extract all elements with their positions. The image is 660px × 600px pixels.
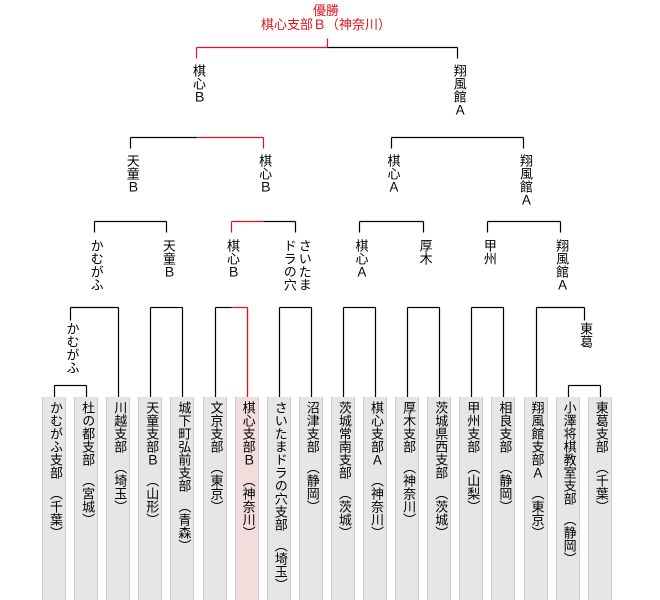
team-box: 翔風館支部Ａ （東京） xyxy=(523,397,548,600)
finalist-label: 棋心Ｂ xyxy=(189,64,205,103)
champion-label: 優勝 xyxy=(312,4,339,19)
quarterfinalist-label: かむがふ xyxy=(87,239,103,291)
team-branch: 厚木支部 xyxy=(400,401,416,453)
team-prefecture: （千葉） xyxy=(592,461,608,513)
team-branch: 川越支部 xyxy=(111,401,127,453)
team-prefecture: （山形） xyxy=(143,474,159,526)
team-box: 文京支部 （東京） xyxy=(202,397,227,600)
team-prefecture: （静岡） xyxy=(560,513,576,565)
team-name: さいたまドラの穴支部 （埼玉） xyxy=(268,401,290,591)
team-prefecture: （神奈川） xyxy=(239,474,255,539)
team-box: 天童支部Ｂ （山形） xyxy=(138,397,163,600)
team-box: 沼津支部 （静岡） xyxy=(298,397,323,600)
team-name: 茨城常南支部 （茨城） xyxy=(332,401,354,539)
team-name: 杜の都支部 （宮城） xyxy=(75,401,97,526)
team-name: 翔風館支部Ａ （東京） xyxy=(525,401,547,539)
round1-winner-label: かむがふ xyxy=(63,322,79,374)
semifinalist-label: 天童Ｂ xyxy=(123,154,139,193)
team-prefecture: （東京） xyxy=(528,487,544,539)
team-name: 文京支部 （東京） xyxy=(204,401,226,513)
team-box: 甲州支部 （山梨） xyxy=(459,397,484,600)
team-name: 川越支部 （埼玉） xyxy=(107,401,129,513)
team-prefecture: （茨城） xyxy=(432,487,448,539)
team-prefecture: （静岡） xyxy=(496,461,512,513)
team-branch: 天童支部Ｂ xyxy=(143,401,159,466)
team-box: 棋心支部Ｂ （神奈川） xyxy=(234,397,259,600)
team-prefecture: （茨城） xyxy=(335,487,351,539)
quarterfinalist-label: 棋心Ｂ xyxy=(224,239,240,278)
team-branch: 小澤将棋教室支部 xyxy=(560,401,576,505)
champion-team: 棋心支部Ｂ（神奈川） xyxy=(260,18,391,33)
team-box: 小澤将棋教室支部 （静岡） xyxy=(555,397,580,600)
team-name: 沼津支部 （静岡） xyxy=(300,401,322,513)
team-name: 東葛支部 （千葉） xyxy=(589,401,611,513)
team-branch: 沼津支部 xyxy=(303,401,319,453)
team-branch: 甲州支部 xyxy=(464,401,480,453)
team-prefecture: （山梨） xyxy=(464,461,480,513)
team-branch: さいたまドラの穴支部 xyxy=(271,401,287,531)
quarterfinalist-label: 厚木 xyxy=(416,239,432,265)
team-name: かむがふ支部 （千葉） xyxy=(43,401,65,539)
team-prefecture: （埼玉） xyxy=(271,539,287,591)
team-prefecture: （青森） xyxy=(175,500,191,552)
team-branch: 文京支部 xyxy=(207,401,223,453)
team-box: 茨城県西支部 （茨城） xyxy=(427,397,452,600)
team-box: 茨城常南支部 （茨城） xyxy=(330,397,355,600)
team-box: さいたまドラの穴支部 （埼玉） xyxy=(266,397,291,600)
team-prefecture: （静岡） xyxy=(303,461,319,513)
team-prefecture: （宮城） xyxy=(79,474,95,526)
team-name: 棋心支部Ｂ （神奈川） xyxy=(236,401,258,539)
quarterfinalist-label: 翔風館Ａ xyxy=(553,239,569,291)
team-prefecture: （神奈川） xyxy=(368,474,383,539)
team-name: 城下町弘前支部 （青森） xyxy=(171,401,193,552)
team-branch: 城下町弘前支部 xyxy=(175,401,191,492)
semifinalist-label: 棋心Ｂ xyxy=(256,154,272,193)
semifinalist-label: 棋心Ａ xyxy=(384,154,400,193)
team-branch: 杜の都支部 xyxy=(79,401,95,466)
team-box: 棋心支部Ａ （神奈川） xyxy=(363,397,387,600)
team-name: 天童支部Ｂ （山形） xyxy=(139,401,161,526)
team-box: かむがふ支部 （千葉） xyxy=(42,397,66,600)
team-box: 相良支部 （静岡） xyxy=(491,397,516,600)
team-branch: かむがふ支部 xyxy=(47,401,62,479)
team-prefecture: （神奈川） xyxy=(400,461,416,526)
team-prefecture: （埼玉） xyxy=(111,461,127,513)
team-box: 東葛支部 （千葉） xyxy=(587,397,612,600)
team-box: 厚木支部 （神奈川） xyxy=(395,397,420,600)
team-box: 杜の都支部 （宮城） xyxy=(74,397,99,600)
team-branch: 相良支部 xyxy=(496,401,512,453)
semifinalist-label: 翔風館Ａ xyxy=(516,154,532,206)
team-name: 厚木支部 （神奈川） xyxy=(396,401,418,526)
team-branch: 茨城県西支部 xyxy=(432,401,448,479)
team-prefecture: （千葉） xyxy=(47,487,62,539)
team-box: 城下町弘前支部 （青森） xyxy=(170,397,195,600)
quarterfinalist-label: 甲州 xyxy=(480,239,496,265)
finalist-label: 翔風館Ａ xyxy=(450,64,466,116)
team-branch: 翔風館支部Ａ xyxy=(528,401,544,479)
team-name: 相良支部 （静岡） xyxy=(492,401,514,513)
team-name: 棋心支部Ａ （神奈川） xyxy=(364,401,386,539)
team-name: 甲州支部 （山梨） xyxy=(460,401,482,513)
team-box: 川越支部 （埼玉） xyxy=(106,397,131,600)
quarterfinalist-label: 天童Ｂ xyxy=(159,239,175,278)
team-name: 茨城県西支部 （茨城） xyxy=(428,401,450,539)
quarterfinalist-label: 棋心Ａ xyxy=(352,239,368,278)
team-branch: 棋心支部Ａ xyxy=(368,401,383,466)
round1-winner-label: 東葛 xyxy=(577,322,593,348)
team-branch: 棋心支部Ｂ xyxy=(239,401,255,466)
quarterfinalist-label: さいたま ドラの穴 xyxy=(280,239,311,291)
team-branch: 茨城常南支部 xyxy=(335,401,351,479)
team-prefecture: （東京） xyxy=(207,461,223,513)
team-name: 小澤将棋教室支部 （静岡） xyxy=(557,401,579,565)
team-branch: 東葛支部 xyxy=(592,401,608,453)
